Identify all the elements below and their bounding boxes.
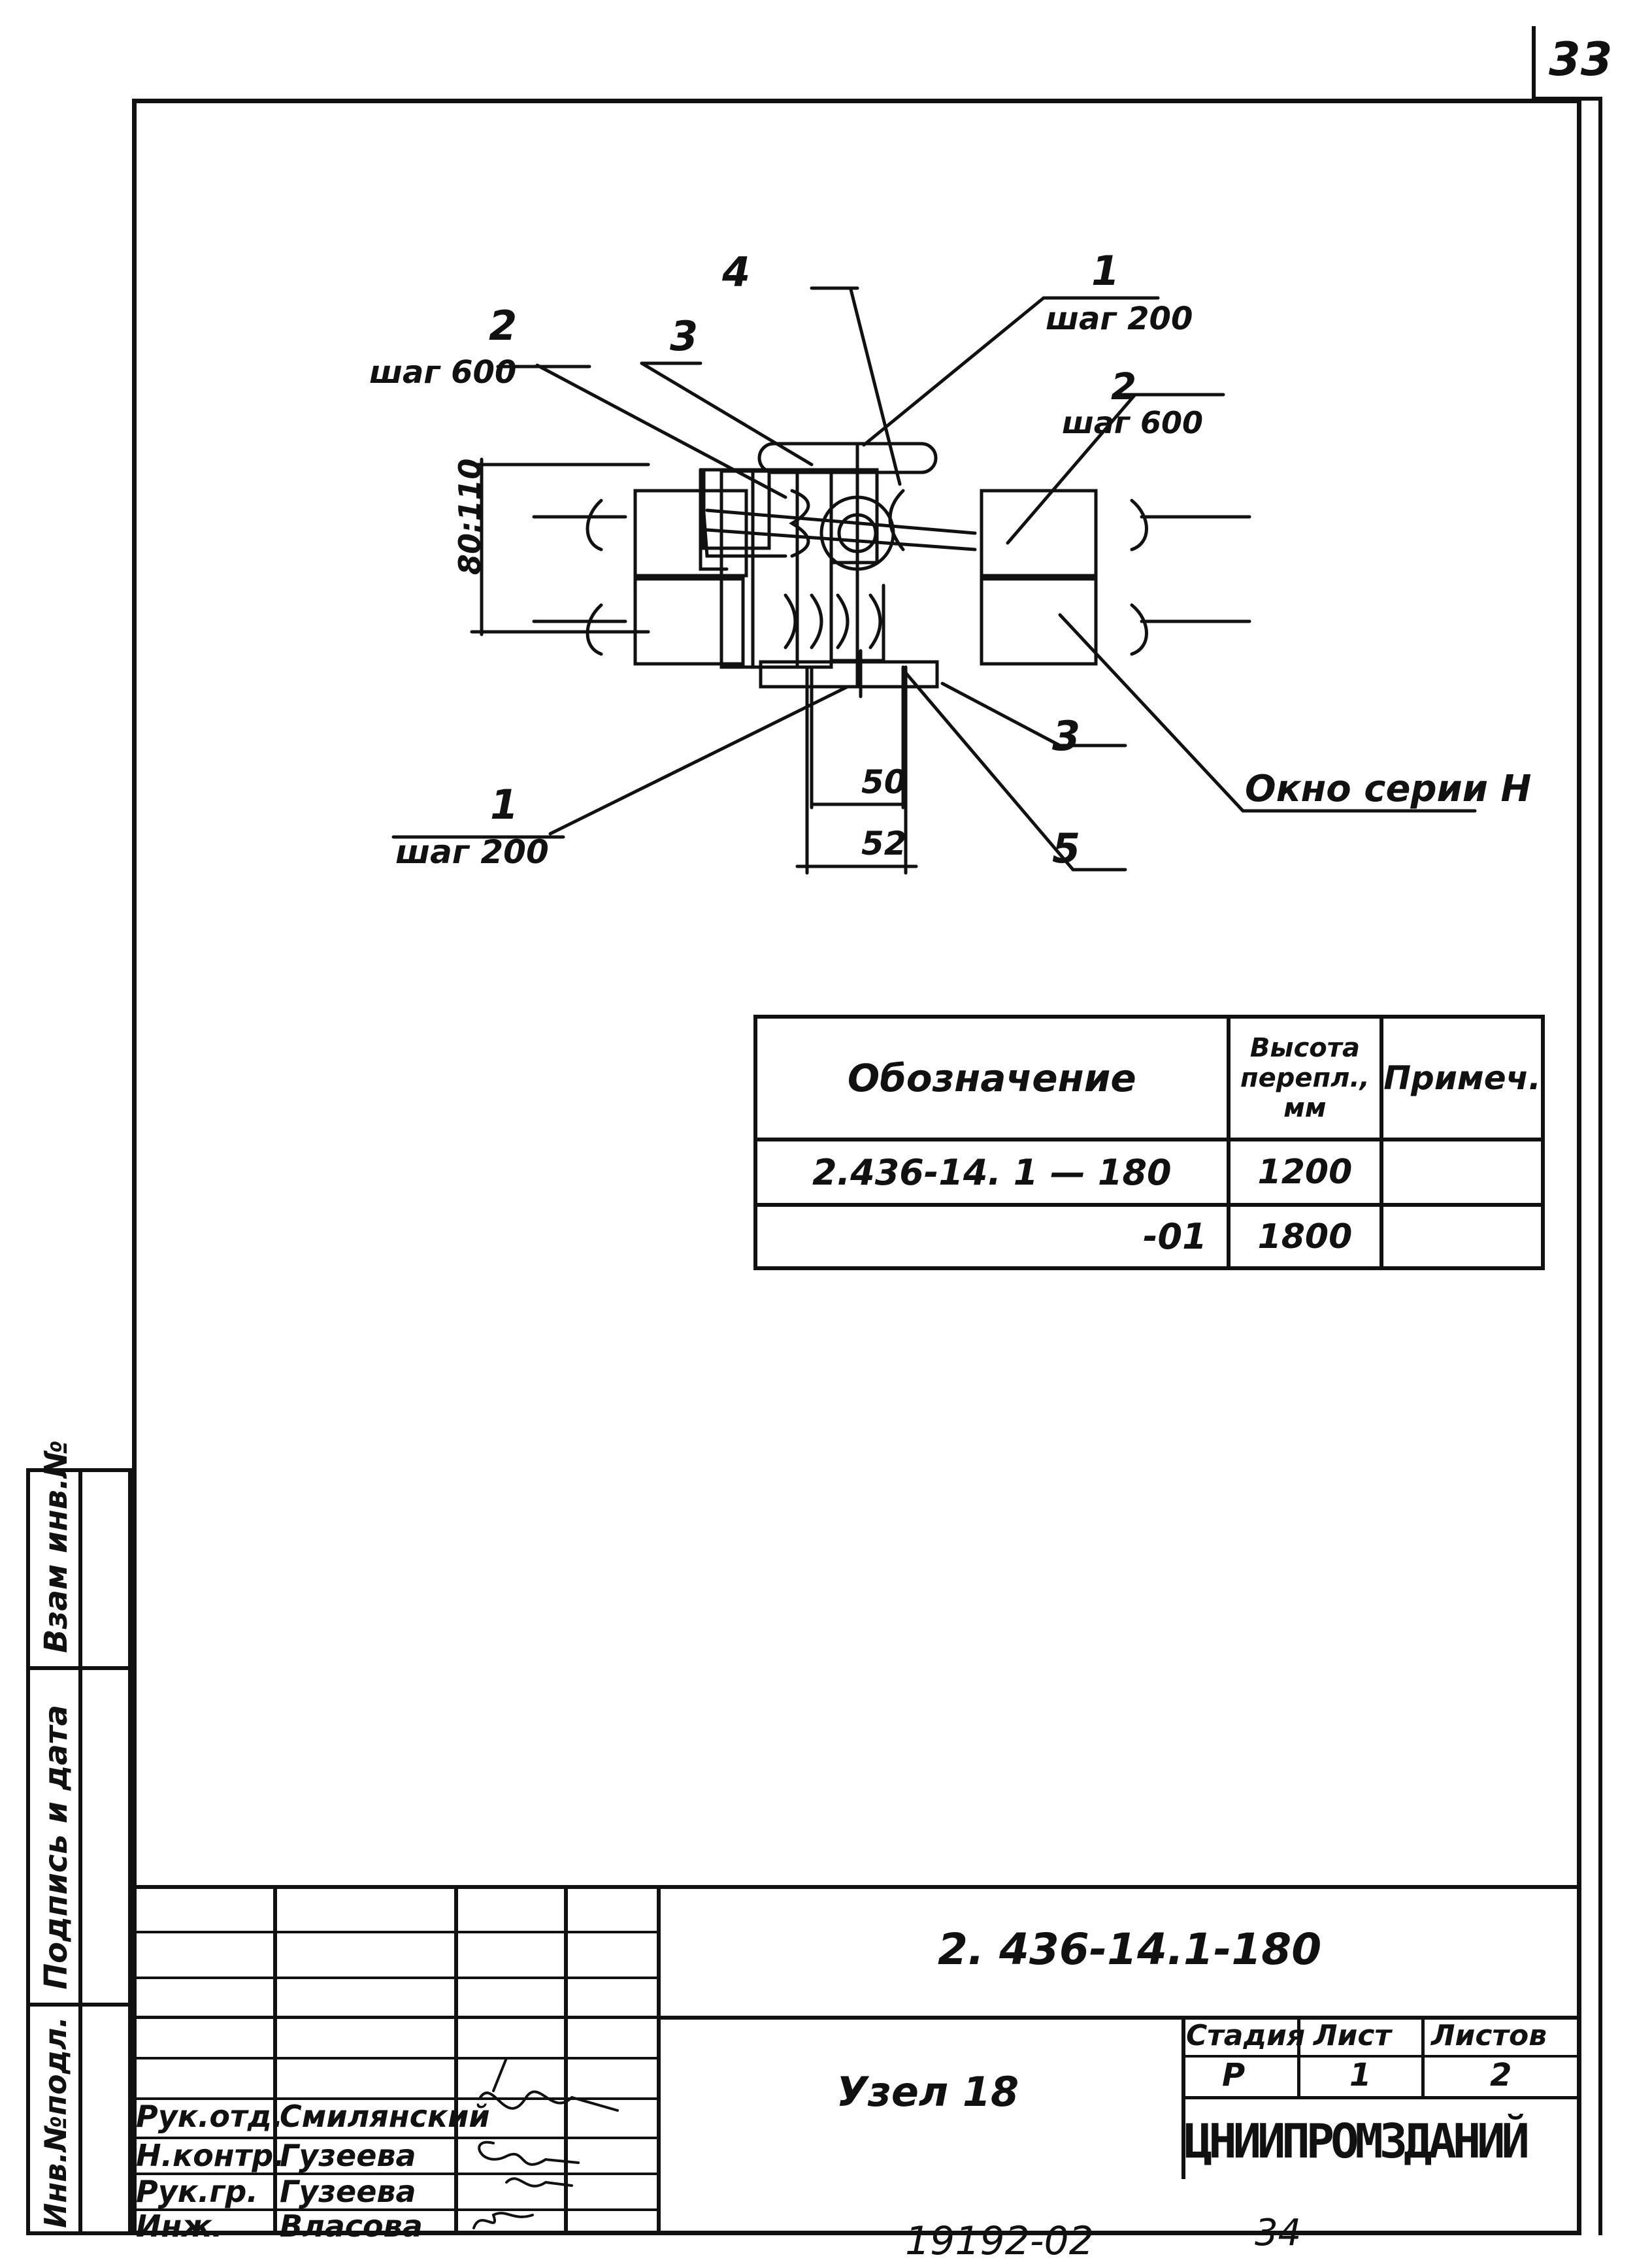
header-height: Высота перепл., мм — [1226, 1015, 1384, 1141]
tb-v-3 — [564, 1885, 568, 2235]
role-4: Инж. — [136, 2208, 223, 2244]
name-1: Смилянский — [280, 2099, 490, 2134]
callout-2-left-step: шаг 600 — [369, 354, 517, 391]
role-3: Рук.гр. — [136, 2174, 258, 2209]
page-number: 33 — [1549, 33, 1613, 86]
name-3: Гузеева — [280, 2174, 416, 2209]
role-2: Н.контр. — [136, 2138, 285, 2173]
row-2-designation: -01 — [753, 1203, 1231, 1270]
tb-h-7 — [132, 2173, 657, 2175]
side-stamp-vzam: Взам инв.№ — [38, 1440, 74, 1653]
stage-value: Р — [1222, 2057, 1246, 2093]
row-1-designation: 2.436-14. 1 — 180 — [753, 1138, 1231, 1207]
sheet-header: Лист — [1313, 2019, 1391, 2052]
callout-3-bottom-number: 3 — [1052, 712, 1081, 760]
callout-5-number: 5 — [1052, 825, 1081, 872]
role-1: Рук.отд. — [136, 2099, 284, 2134]
name-4: Власова — [280, 2208, 423, 2244]
tb-h-1 — [132, 1931, 657, 1933]
signatures — [472, 2057, 619, 2229]
sheets-value: 2 — [1490, 2057, 1512, 2093]
node-drawing — [391, 286, 1477, 875]
tb-h-3 — [132, 2016, 657, 2019]
callout-1-bottom-number: 1 — [490, 781, 519, 828]
row-2-note — [1379, 1203, 1545, 1270]
title-block-top — [132, 1885, 1581, 1889]
specification-table: Обозначение Высота перепл., мм Примеч. 2… — [753, 1015, 1545, 1270]
header-note: Примеч. — [1379, 1015, 1545, 1141]
tb-h-4 — [132, 2057, 657, 2059]
document-code: 2. 436-14.1-180 — [938, 1924, 1322, 1975]
side-stamp-inv: Инв.№подл. — [38, 2016, 73, 2228]
callout-1-bottom-step: шаг 200 — [395, 833, 549, 871]
callout-3-top-number: 3 — [670, 312, 699, 360]
tb-v-1 — [273, 1885, 277, 2235]
side-stamp-divider-v — [78, 1468, 82, 2235]
frame-outer-right — [1598, 99, 1602, 2235]
tb-stage-h-1 — [1181, 2055, 1581, 2058]
callout-2-right-number: 2 — [1111, 366, 1136, 408]
sheets-header: Листов — [1431, 2019, 1547, 2052]
dimension-50: 50 — [861, 763, 907, 801]
tb-h-6 — [132, 2137, 657, 2139]
row-2-height: 1800 — [1226, 1203, 1384, 1270]
header-designation: Обозначение — [753, 1015, 1231, 1141]
organization-name: ЦНИИПРОМЗДАНИЙ — [1184, 2114, 1530, 2169]
sheet-value: 1 — [1349, 2057, 1372, 2093]
callout-4-number: 4 — [722, 248, 751, 296]
callout-1-top-number: 1 — [1091, 247, 1120, 295]
row-1-note — [1379, 1138, 1545, 1207]
stage-header: Стадия — [1186, 2019, 1306, 2052]
tb-h-5 — [132, 2097, 657, 2100]
tb-h-8 — [132, 2208, 657, 2211]
footer-page-number: 34 — [1255, 2212, 1302, 2254]
tb-v-2 — [454, 1885, 458, 2235]
tb-v-4 — [657, 1885, 661, 2235]
dimension-52: 52 — [861, 825, 907, 862]
callout-1-top-step: шаг 200 — [1046, 301, 1193, 337]
side-stamp-podpis: Подпись и дата — [38, 1705, 74, 1990]
side-stamp-divider-2 — [26, 2003, 132, 2007]
title-block-mid — [657, 2016, 1581, 2020]
tb-h-2 — [132, 1977, 657, 1979]
drawing-frame — [132, 99, 1581, 2235]
height-dimension: 80:110 — [452, 458, 487, 575]
callout-2-right-step: шаг 600 — [1062, 405, 1203, 440]
archive-number: 19192-02 — [905, 2218, 1094, 2264]
side-stamp-divider-1 — [26, 1666, 132, 1670]
tb-stage-h-2 — [1181, 2096, 1581, 2099]
callout-2-left-number: 2 — [489, 302, 518, 350]
row-1-height: 1200 — [1226, 1138, 1384, 1207]
corner-divider — [1532, 26, 1536, 99]
window-series-label: Окно серии Н — [1245, 768, 1532, 810]
name-2: Гузеева — [280, 2138, 416, 2173]
drawing-title: Узел 18 — [836, 2068, 1019, 2116]
